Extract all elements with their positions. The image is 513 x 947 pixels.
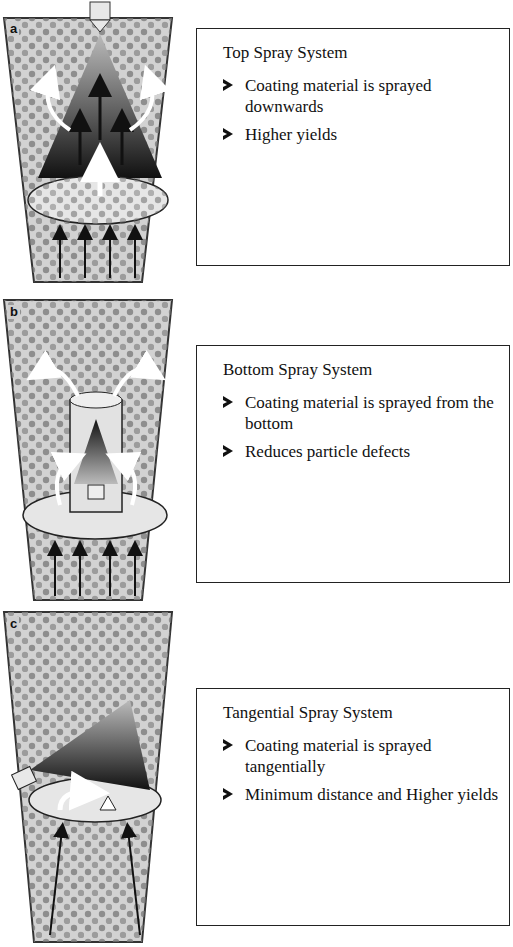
bullet-row: Coating material is sprayed from the bot… — [223, 392, 499, 435]
tangential-spray-vessel — [4, 612, 172, 942]
spray-system-box: Tangential Spray SystemCoating material … — [196, 688, 510, 926]
bullet-arrow — [223, 396, 233, 408]
box-heading: Tangential Spray System — [223, 703, 499, 723]
panel-letter: b — [8, 305, 20, 319]
spray-system-box: Top Spray SystemCoating material is spra… — [196, 28, 510, 266]
spray-system-box: Bottom Spray SystemCoating material is s… — [196, 345, 510, 583]
bullet-arrow — [223, 739, 233, 751]
box-heading: Bottom Spray System — [223, 360, 499, 380]
top-spray-vessel — [4, 2, 172, 282]
bottom-spray-vessel — [4, 300, 172, 600]
bullet-arrow — [223, 79, 233, 91]
bullet-row: Coating material is sprayed tangentially — [223, 735, 499, 778]
bullet-row: Minimum distance and Higher yields — [223, 784, 499, 805]
bullet-arrow — [223, 128, 233, 140]
bullet-row: Higher yields — [223, 124, 499, 145]
box-heading: Top Spray System — [223, 43, 499, 63]
panel-letter: a — [8, 22, 19, 36]
bullet-row: Coating material is sprayed downwards — [223, 75, 499, 118]
bullet-text: Higher yields — [245, 124, 337, 145]
bullet-text: Coating material is sprayed downwards — [245, 75, 499, 118]
panel-letter: c — [8, 617, 19, 631]
bullet-text: Coating material is sprayed from the bot… — [245, 392, 499, 435]
bullet-text: Minimum distance and Higher yields — [245, 784, 498, 805]
bullet-arrow — [223, 788, 233, 800]
bullet-text: Reduces particle defects — [245, 441, 410, 462]
bullet-arrow — [223, 445, 233, 457]
bullet-row: Reduces particle defects — [223, 441, 499, 462]
bullet-text: Coating material is sprayed tangentially — [245, 735, 499, 778]
